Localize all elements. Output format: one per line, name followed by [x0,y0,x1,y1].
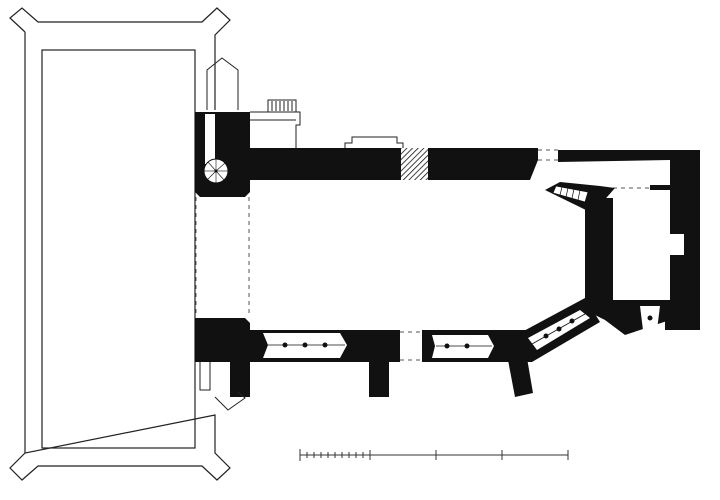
buttress-1 [230,360,250,397]
windows [263,234,684,358]
small-annex-bottom [199,362,246,411]
window-4 [670,234,684,255]
dashed-lines [195,149,670,361]
buttress-2 [369,360,389,397]
buttress-3 [508,358,533,397]
small-annex-top [206,57,404,148]
north-wall [250,148,530,180]
spiral-stair [203,114,229,184]
courtyard-outline [9,7,231,481]
east-inner-wall [585,198,670,335]
straight-stair [552,185,589,203]
hatched-wall-section [401,148,428,180]
window-2 [432,335,494,358]
scale-bar [299,449,569,461]
south-west-block [195,318,250,362]
stair-tower [195,112,250,197]
